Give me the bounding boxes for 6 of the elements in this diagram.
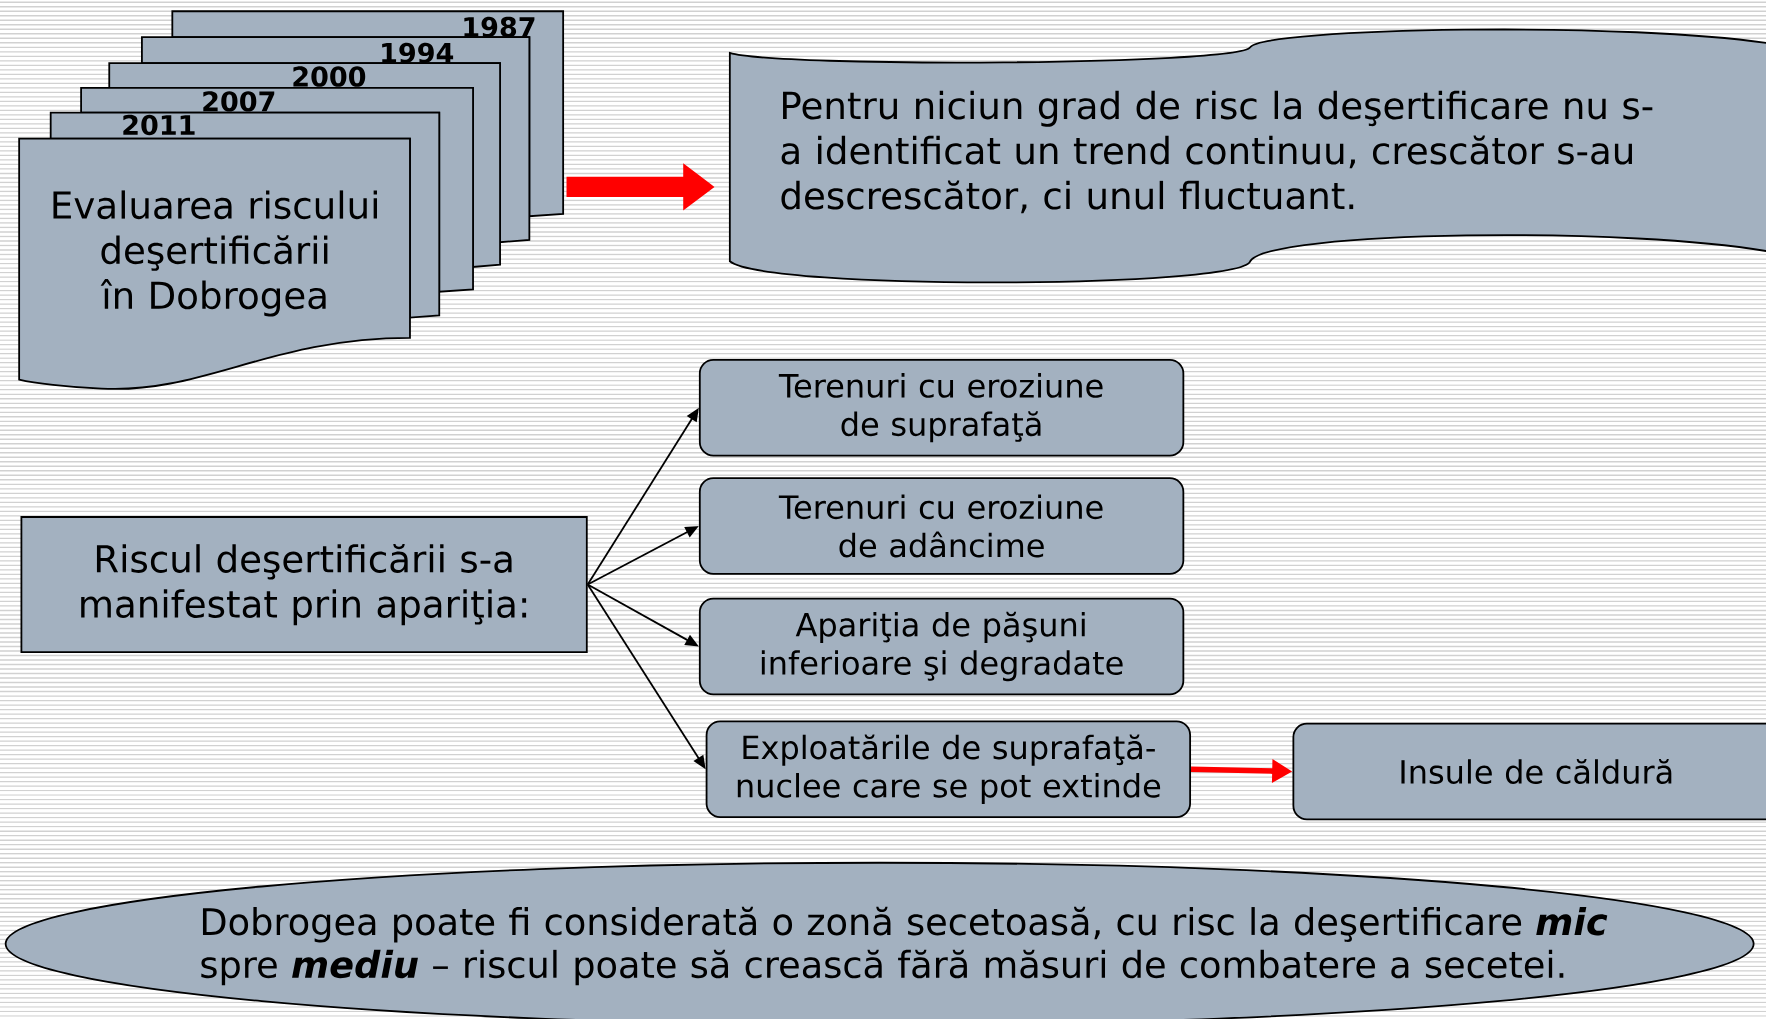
process-box: Riscul deşertificării s-a manifestat prin apariţia: (20, 515, 588, 653)
rounded-box: Apariţia de păşuni inferioare şi degradate (698, 597, 1185, 696)
rounded-box: Insule de căldură (1292, 722, 1766, 821)
rounded-box: Terenuri cu eroziune de adâncime (698, 477, 1185, 575)
rounded-box: Terenuri cu eroziune de suprafaţă (698, 358, 1185, 457)
rounded-box: Exploatările de suprafaţă- nuclee care se pot extinde (705, 720, 1191, 818)
